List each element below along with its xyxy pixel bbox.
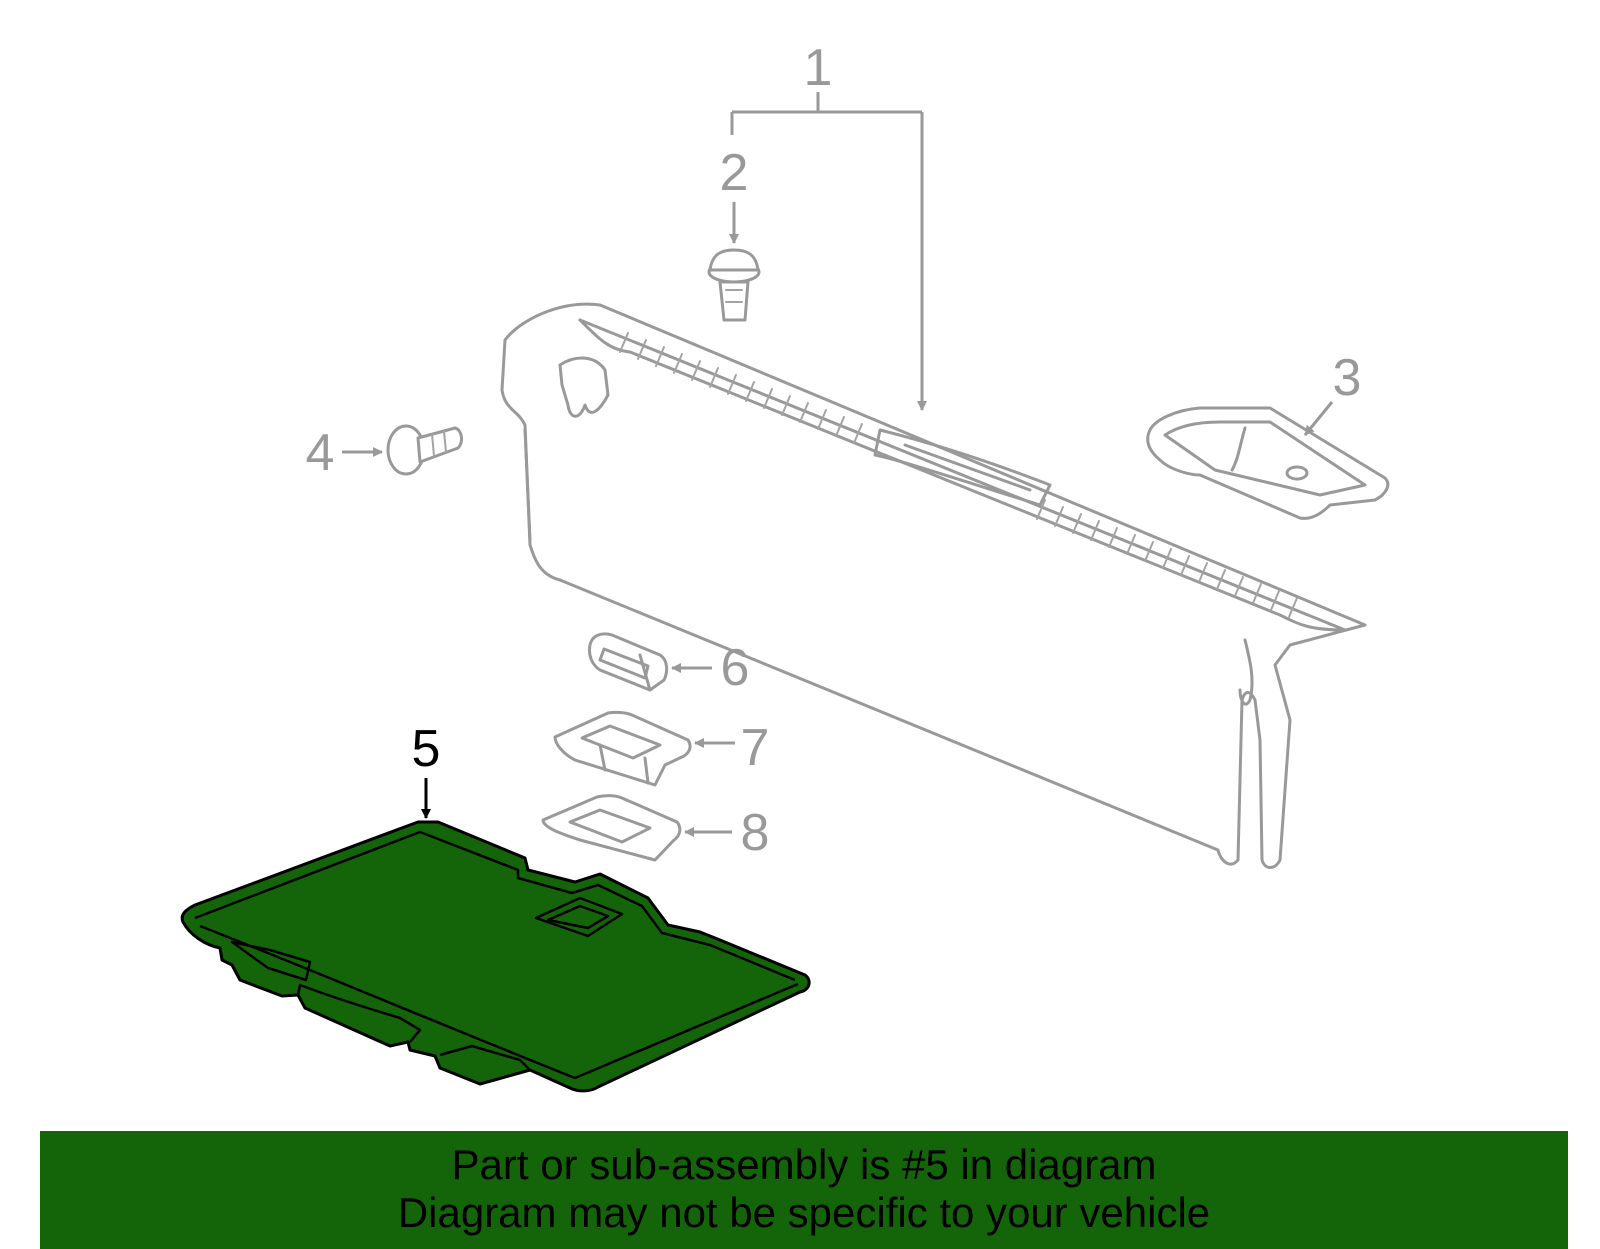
callout-6: 6: [671, 639, 750, 697]
callout-5: 5: [412, 720, 441, 819]
callout-6-label: 6: [721, 639, 750, 697]
part-4-fastener[interactable]: [386, 424, 464, 476]
info-banner: Part or sub-assembly is #5 in diagram Di…: [40, 1131, 1568, 1249]
callout-2: 2: [720, 144, 749, 244]
callout-5-label: 5: [412, 720, 441, 778]
banner-line-2: Diagram may not be specific to your vehi…: [397, 1189, 1211, 1236]
callout-3: 3: [1303, 349, 1362, 436]
part-5-load-floor-highlighted[interactable]: [180, 820, 811, 1093]
callout-3-label: 3: [1333, 349, 1362, 407]
part-1-rear-trim-panel[interactable]: [500, 302, 1367, 869]
callout-8: 8: [684, 804, 770, 862]
banner-line-1: Part or sub-assembly is #5 in diagram: [451, 1141, 1157, 1188]
callout-4-label: 4: [306, 424, 335, 482]
part-6-clip[interactable]: [588, 632, 669, 692]
callout-8-label: 8: [741, 804, 770, 862]
part-3-handle-bracket[interactable]: [1146, 406, 1390, 520]
part-7-bezel[interactable]: [553, 710, 692, 787]
callout-1: 1: [730, 39, 922, 410]
callout-4: 4: [306, 424, 383, 482]
callout-2-label: 2: [720, 144, 749, 202]
part-2-push-pin[interactable]: [707, 248, 761, 322]
callout-7-label: 7: [741, 719, 770, 777]
part-8-bezel[interactable]: [541, 794, 682, 862]
callout-7: 7: [694, 719, 770, 777]
callout-1-label: 1: [804, 39, 833, 97]
parts-diagram: 1 2 3 4 6: [180, 39, 1390, 1093]
